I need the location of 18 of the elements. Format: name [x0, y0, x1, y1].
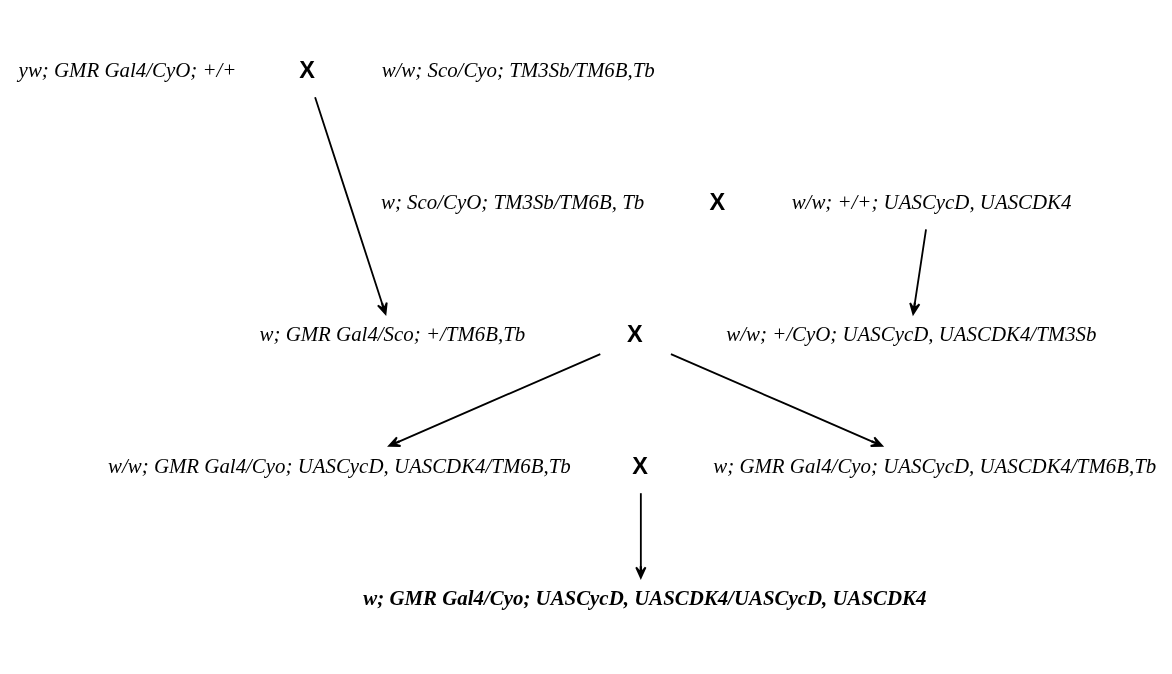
node-text: X [709, 188, 726, 215]
node-text: w/w; Sco/Cyo; TM3Sb/TM6B,Tb [381, 57, 655, 82]
node-text: X [627, 320, 643, 347]
node-text: yw; GMR Gal4/CyO; +/+ [18, 57, 237, 82]
arrow [388, 352, 602, 447]
arrow [314, 95, 388, 315]
node-text: X [299, 56, 316, 83]
node-text: X [632, 452, 649, 479]
arrow [670, 352, 884, 447]
arrow [635, 491, 647, 579]
node-text: w; GMR Gal4/Sco; +/TM6B,Tb [259, 321, 526, 346]
node-text: w/w; GMR Gal4/Cyo; UASCycD, UASCDK4/TM6B,Tb [108, 453, 571, 478]
arrow [909, 228, 927, 315]
node-text: w/w; +/CyO; UASCycD, UASCDK4/TM3Sb [726, 321, 1097, 346]
node-text: w; Sco/CyO; TM3Sb/TM6B, Tb [380, 189, 645, 214]
node-text: w; GMR Gal4/Cyo; UASCycD, UASCDK4/TM6B,Tb [713, 453, 1157, 478]
node-text: w; GMR Gal4/Cyo; UASCycD, UASCDK4/UASCycD, UASCDK4 [363, 585, 927, 610]
node-text: w/w; +/+; UASCycD, UASCDK4 [791, 189, 1072, 214]
